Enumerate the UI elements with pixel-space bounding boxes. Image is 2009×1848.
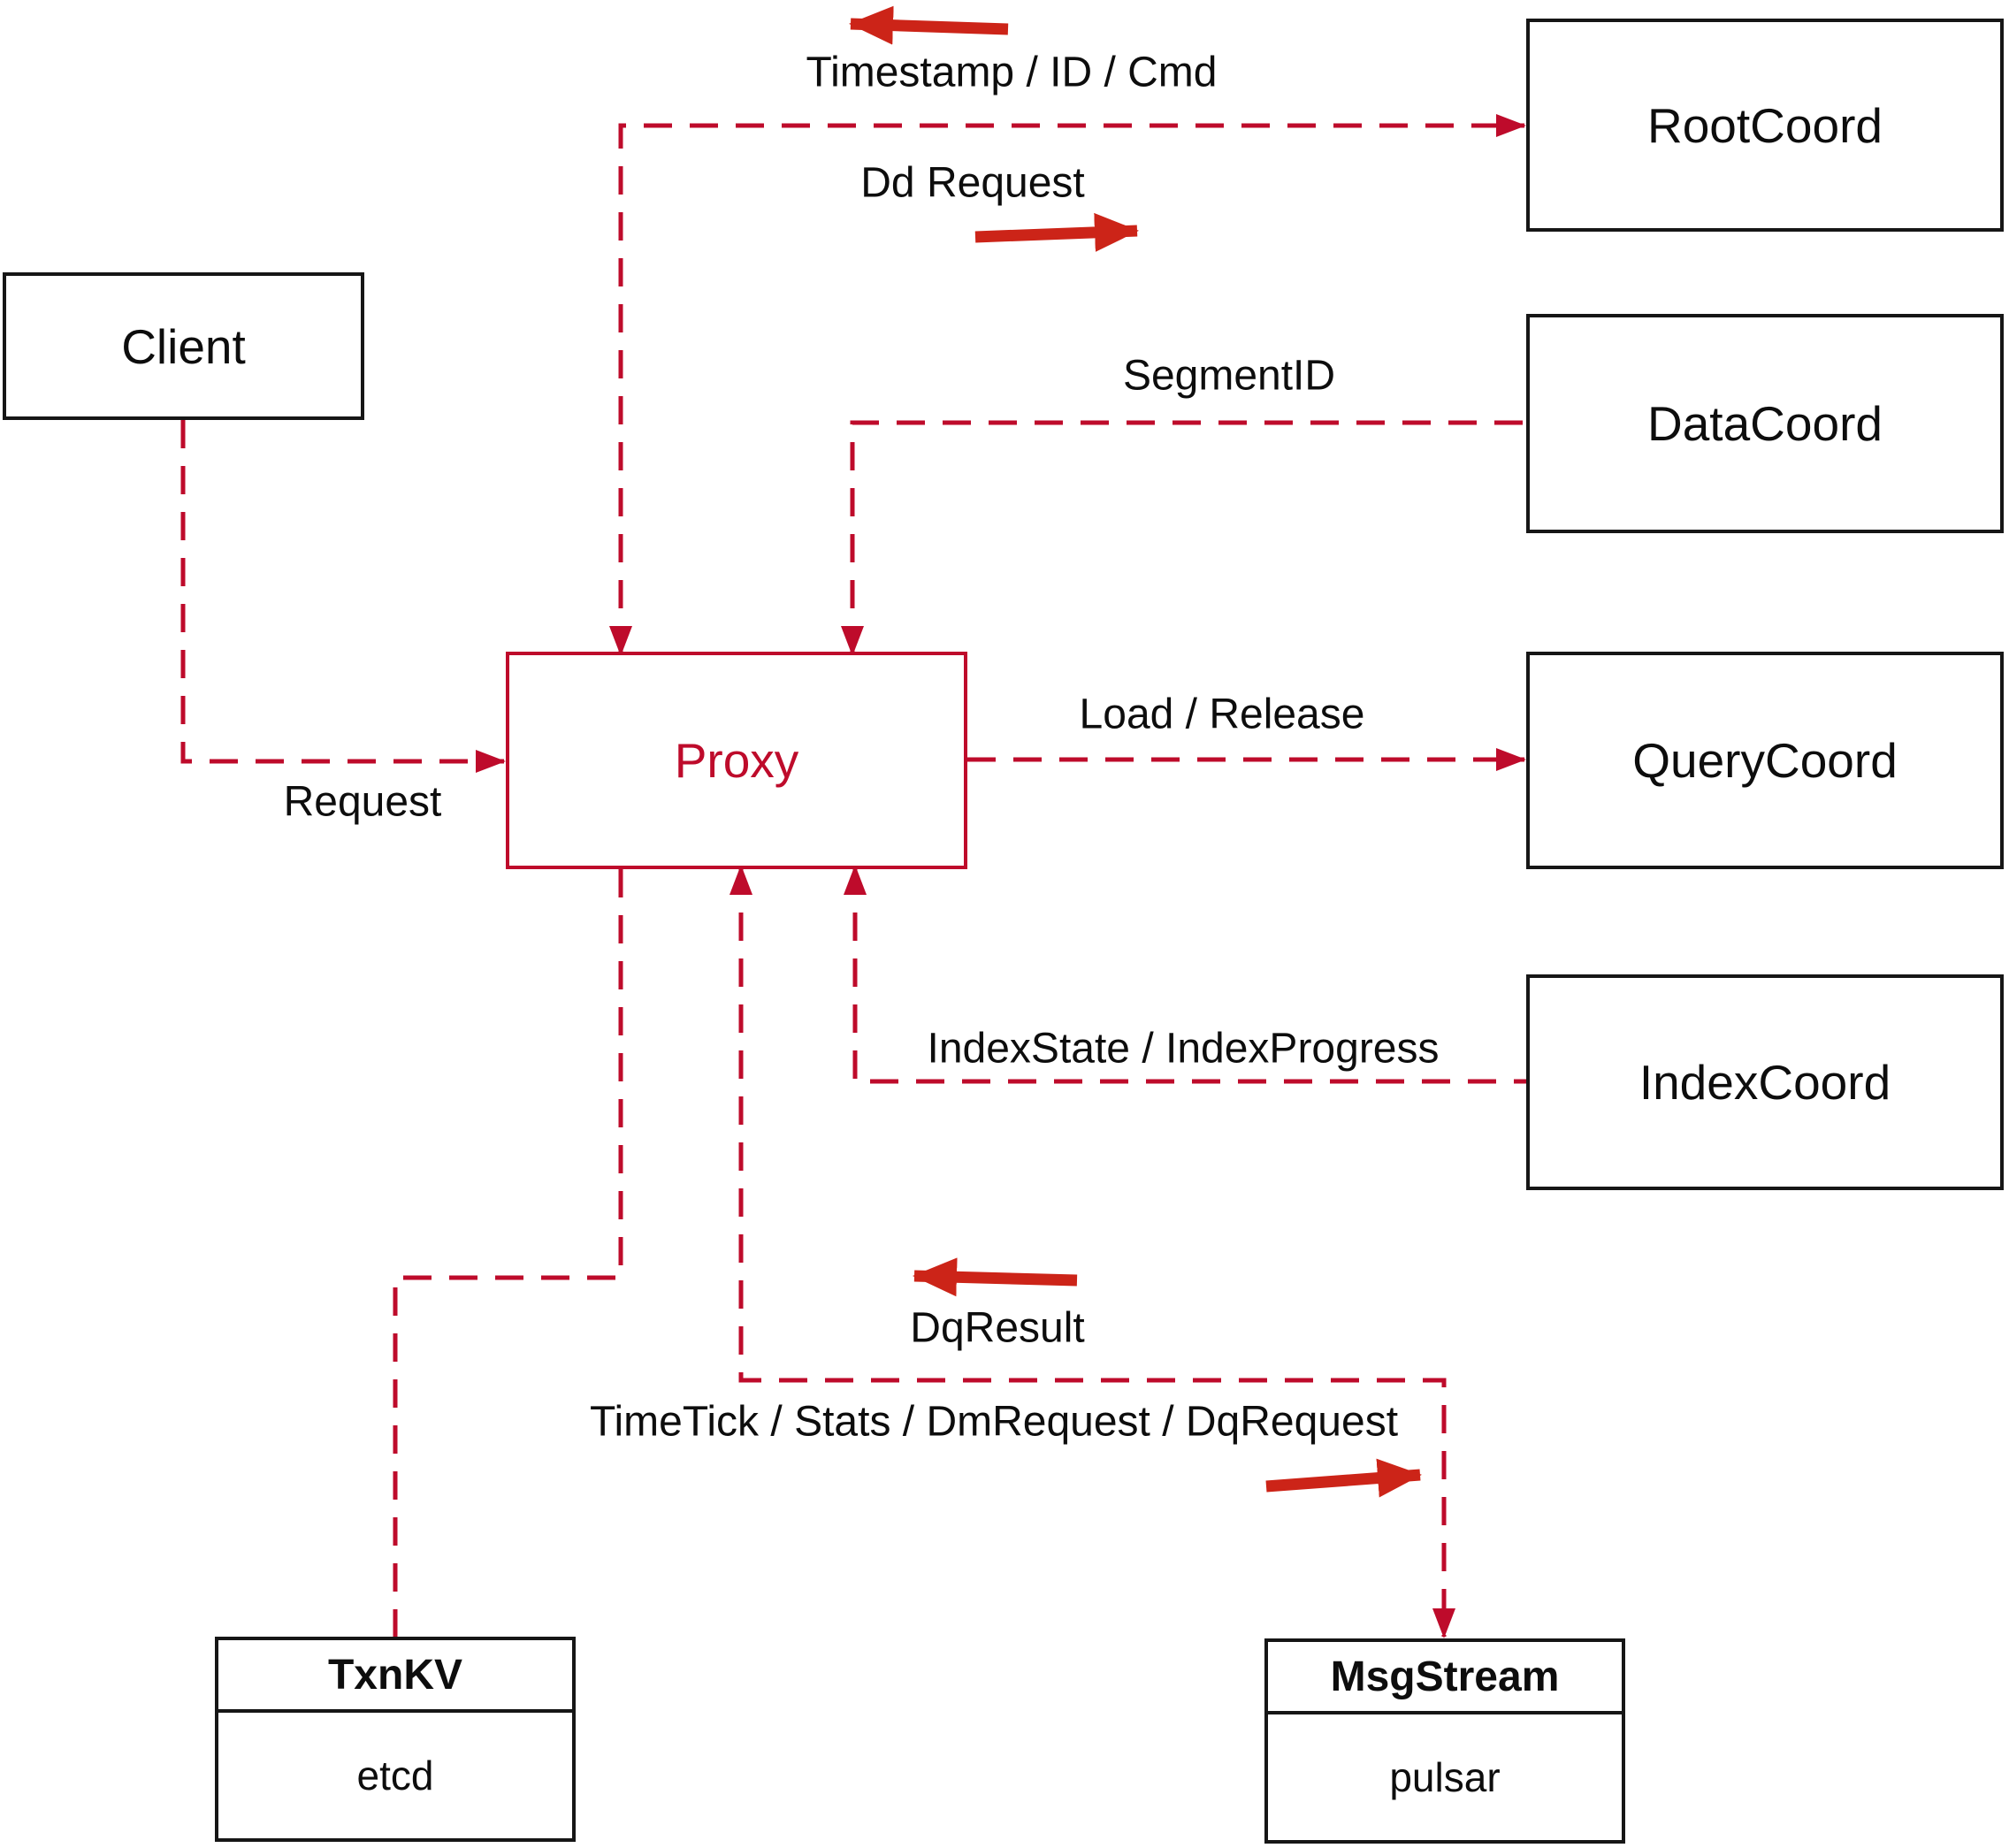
node-querycoord: QueryCoord <box>1526 652 2004 869</box>
node-txnkv-title: TxnKV <box>218 1640 572 1713</box>
edge-proxy-to-rootcoord <box>609 114 1526 656</box>
node-client-label: Client <box>121 318 246 374</box>
edge-proxy-to-msgstream <box>730 865 1455 1638</box>
edge-label-dq-result: DqResult <box>910 1304 1085 1352</box>
arrow-right-timetick-icon <box>1265 1458 1422 1498</box>
edge-datacoord-to-proxy <box>841 420 1526 656</box>
node-rootcoord-label: RootCoord <box>1647 97 1883 153</box>
edge-client-to-proxy <box>180 420 506 773</box>
arrow-left-dqresult-icon <box>913 1257 1078 1297</box>
edge-label-time-tick: TimeTick / Stats / DmRequest / DqRequest <box>589 1398 1399 1446</box>
edge-label-dd-request: Dd Request <box>860 159 1085 207</box>
node-txnkv-implementation: etcd <box>356 1753 434 1798</box>
node-msgstream-implementation: pulsar <box>1389 1754 1501 1800</box>
edge-proxy-to-txnkv <box>393 869 623 1637</box>
node-msgstream-title: MsgStream <box>1268 1642 1622 1714</box>
node-querycoord-label: QueryCoord <box>1632 733 1898 788</box>
edge-label-index-state: IndexState / IndexProgress <box>927 1025 1440 1073</box>
edge-label-load-release: Load / Release <box>1079 691 1365 738</box>
node-indexcoord-label: IndexCoord <box>1639 1055 1891 1110</box>
edge-label-segment-id: SegmentID <box>1122 352 1336 400</box>
arrow-left-timestamp-icon <box>849 5 1009 45</box>
node-datacoord-label: DataCoord <box>1647 396 1883 451</box>
node-proxy: Proxy <box>506 652 967 869</box>
node-client: Client <box>3 272 364 420</box>
node-msgstream: MsgStream pulsar <box>1264 1638 1625 1844</box>
node-indexcoord: IndexCoord <box>1526 974 2004 1190</box>
node-datacoord: DataCoord <box>1526 314 2004 533</box>
node-txnkv: TxnKV etcd <box>215 1637 576 1842</box>
edge-label-timestamp: Timestamp / ID / Cmd <box>806 49 1218 96</box>
edge-label-request: Request <box>283 778 442 826</box>
node-rootcoord: RootCoord <box>1526 19 2004 232</box>
node-proxy-label: Proxy <box>674 733 799 788</box>
arrow-right-dd-request-icon <box>974 212 1139 252</box>
